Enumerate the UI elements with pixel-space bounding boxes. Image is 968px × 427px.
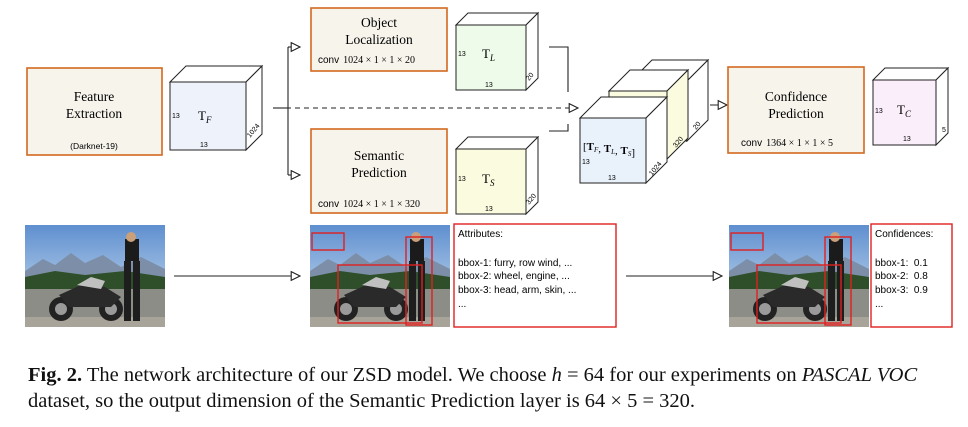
semantic-conv-dims: 1024 × 1 × 1 × 320 bbox=[343, 199, 420, 210]
concat-bottom: 13 bbox=[608, 175, 616, 182]
split-connector bbox=[273, 47, 300, 175]
confidences-line-4: ... bbox=[875, 299, 883, 310]
result-image bbox=[729, 225, 869, 327]
concat-label: [TF, TL, TS] bbox=[583, 141, 635, 159]
attributes-panel: Attributes: bbox-1: furry, row wind, ...… bbox=[453, 223, 617, 328]
tf-sub: F bbox=[205, 115, 212, 125]
semantic-prediction-box: Semantic Prediction conv 1024 × 1 × 1 × 3… bbox=[310, 128, 448, 214]
tensor-tc: 13 TC 13 5 bbox=[871, 66, 950, 147]
tf-base: T bbox=[198, 108, 206, 123]
tensor-tl: 13 TL 13 20 bbox=[454, 11, 540, 92]
ts-side: 13 bbox=[458, 176, 466, 183]
tc-bottom: 13 bbox=[903, 136, 911, 143]
semantic-conv-label: conv bbox=[318, 199, 339, 210]
object-title-2: Localization bbox=[345, 32, 413, 47]
svg-text:TL: TL bbox=[482, 46, 495, 63]
tensor-ts: 13 TS 13 320 bbox=[454, 135, 540, 216]
tf-side: 13 bbox=[172, 113, 180, 120]
tensor-tf: 13 TF 13 1024 bbox=[168, 64, 264, 152]
tl-depth: 20 bbox=[525, 72, 535, 83]
object-conv-label: conv bbox=[318, 55, 339, 66]
confidence-conv-label: conv bbox=[741, 138, 762, 149]
tc-sub: C bbox=[905, 109, 912, 119]
tl-base: T bbox=[482, 46, 490, 61]
svg-text:TC: TC bbox=[897, 102, 912, 119]
ts-sub: S bbox=[490, 178, 495, 188]
caption-text-2: = 64 for our experiments on bbox=[561, 364, 802, 386]
caption-text-3: dataset, so the output dimension of the … bbox=[28, 390, 696, 412]
object-localization-box: Object Localization conv 1024 × 1 × 1 × 2… bbox=[310, 7, 448, 72]
confidences-line-1: bbox-1: 0.1 bbox=[875, 258, 928, 269]
concat-side: 13 bbox=[582, 159, 590, 166]
tf-bottom: 13 bbox=[200, 142, 208, 149]
feature-title-1: Feature bbox=[74, 89, 114, 104]
input-image bbox=[25, 225, 165, 327]
confidences-title: Confidences: bbox=[875, 229, 933, 240]
tl-side: 13 bbox=[458, 51, 466, 58]
bbox-2-rect bbox=[337, 264, 423, 324]
attributes-line-1: bbox-1: furry, row wind, ... bbox=[458, 258, 572, 269]
svg-text:TS: TS bbox=[482, 171, 495, 188]
caption-text-1: The network architecture of our ZSD mode… bbox=[82, 364, 552, 386]
confidences-line-3: bbox-3: 0.9 bbox=[875, 285, 928, 296]
ts-base: T bbox=[482, 171, 490, 186]
caption-prefix: Fig. 2. bbox=[28, 364, 83, 386]
bbox-3-rect bbox=[405, 236, 433, 326]
confidence-title-1: Confidence bbox=[765, 89, 827, 104]
tc-side: 13 bbox=[875, 108, 883, 115]
figure-caption: Fig. 2. The network architecture of our … bbox=[28, 362, 953, 414]
attributes-line-3: bbox-3: head, arm, skin, ... bbox=[458, 285, 576, 296]
tc-base: T bbox=[897, 102, 905, 117]
confidence-conv-dims: 1364 × 1 × 1 × 5 bbox=[766, 138, 833, 149]
merge-connector bbox=[549, 46, 569, 132]
feature-extraction-box: Feature Extraction (Darknet-19) bbox=[26, 67, 163, 156]
detection-image bbox=[310, 225, 450, 327]
confidence-title-2: Prediction bbox=[768, 106, 824, 121]
semantic-title-2: Prediction bbox=[351, 165, 407, 180]
attributes-line-4: ... bbox=[458, 299, 466, 310]
attributes-line-2: bbox-2: wheel, engine, ... bbox=[458, 271, 570, 282]
caption-var-h: h bbox=[551, 364, 562, 386]
concat-depth-20: 20 bbox=[692, 121, 702, 132]
attributes-title: Attributes: bbox=[458, 229, 503, 240]
confidences-panel: Confidences: bbox-1: 0.1 bbox-2: 0.8 bbo… bbox=[870, 223, 953, 328]
tl-sub: L bbox=[489, 53, 495, 63]
bbox-1-rect bbox=[311, 232, 345, 251]
tensor-concat: [TF, TL, TS] 13 13 1024 320 20 bbox=[578, 58, 710, 185]
tc-depth: 5 bbox=[942, 127, 946, 134]
svg-text:TF: TF bbox=[198, 108, 212, 125]
object-title-1: Object bbox=[361, 15, 397, 30]
caption-dataset: PASCAL VOC bbox=[801, 364, 918, 386]
semantic-title-1: Semantic bbox=[354, 148, 404, 163]
ts-bottom: 13 bbox=[485, 206, 493, 213]
confidences-line-2: bbox-2: 0.8 bbox=[875, 271, 928, 282]
tl-bottom: 13 bbox=[485, 82, 493, 89]
object-conv-dims: 1024 × 1 × 1 × 20 bbox=[343, 55, 415, 66]
feature-title-2: Extraction bbox=[66, 106, 122, 121]
confidence-prediction-box: Confidence Prediction conv 1364 × 1 × 1 ×… bbox=[727, 66, 865, 154]
feature-sub: (Darknet-19) bbox=[70, 141, 118, 151]
